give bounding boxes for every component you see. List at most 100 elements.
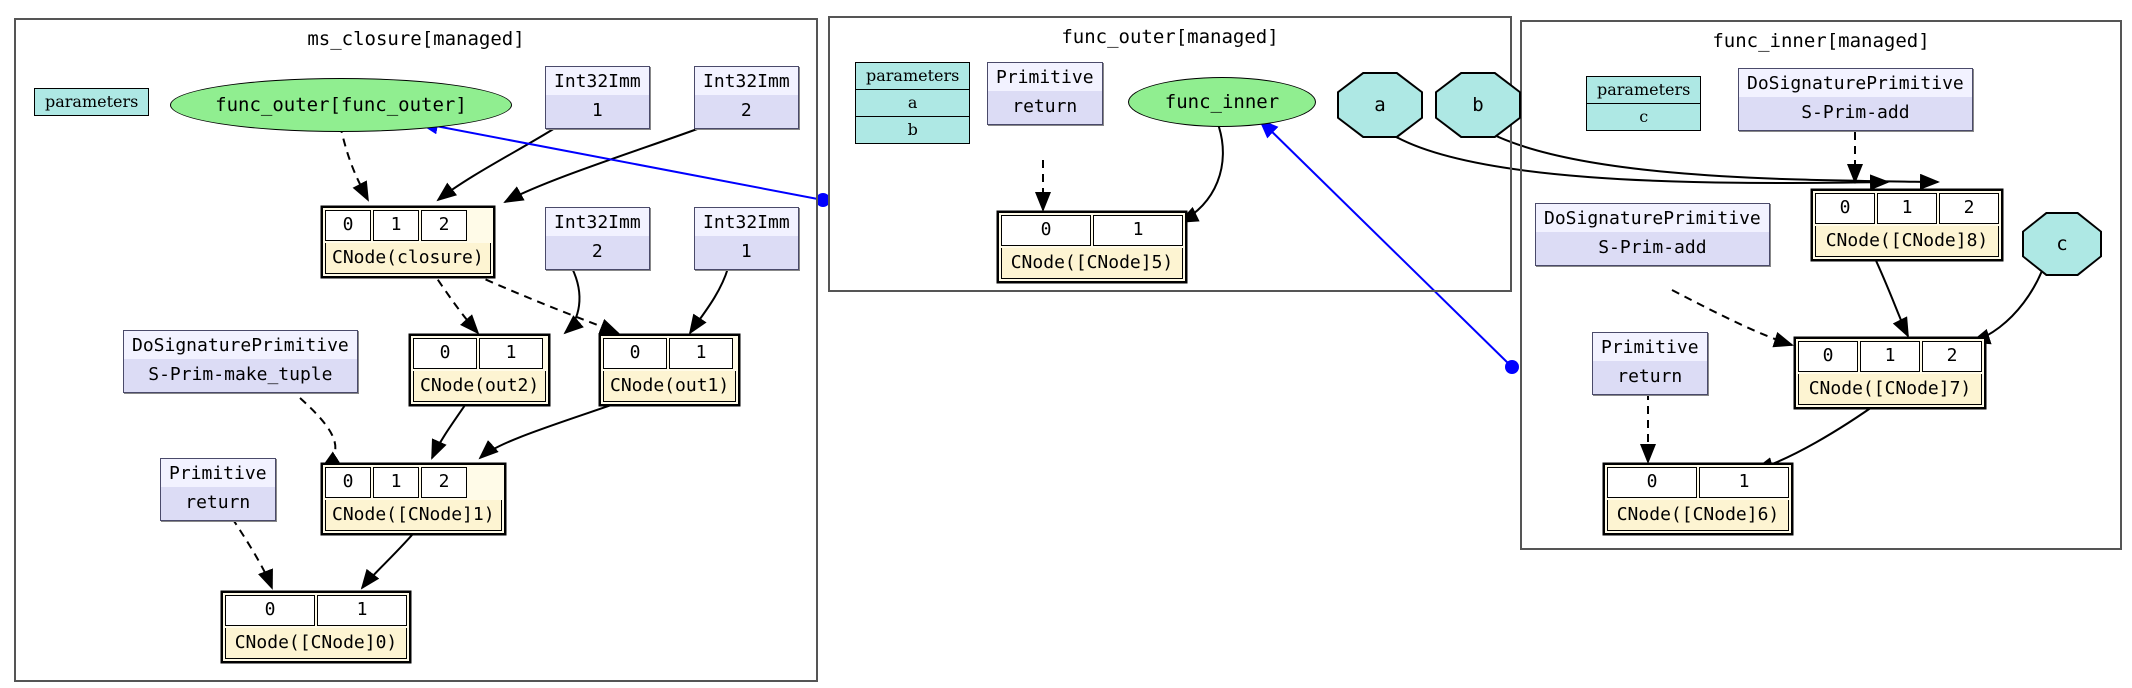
port-1[interactable]: 1 — [669, 338, 733, 369]
cluster-title-func-outer: func_outer[managed] — [1061, 26, 1279, 48]
node-cnode-7[interactable]: 0 1 2 CNode([CNode]7) — [1795, 338, 1985, 408]
cnode-ports: 0 1 2 — [1815, 193, 1999, 224]
port-0[interactable]: 0 — [1815, 193, 1875, 224]
prim-bottom: 1 — [546, 95, 649, 128]
prim-bottom: 1 — [695, 236, 798, 269]
node-label: b — [1472, 94, 1484, 116]
port-1[interactable]: 1 — [1093, 215, 1183, 246]
prim-top: Primitive — [161, 459, 275, 487]
prim-bottom: S-Prim-add — [1739, 97, 1972, 130]
port-1[interactable]: 1 — [479, 338, 543, 369]
prim-top: Primitive — [988, 63, 1102, 91]
node-cnode-0[interactable]: 0 1 CNode([CNode]0) — [222, 592, 410, 662]
node-label: func_outer[func_outer] — [215, 94, 467, 116]
port-0[interactable]: 0 — [325, 210, 371, 241]
prim-bottom: return — [988, 91, 1102, 124]
node-dosignature-add-top[interactable]: DoSignaturePrimitive S-Prim-add — [1738, 68, 1973, 131]
cnode-label: CNode(out2) — [413, 371, 547, 402]
cnode-label: CNode([CNode]0) — [225, 628, 407, 659]
port-2[interactable]: 2 — [421, 210, 467, 241]
port-0[interactable]: 0 — [1607, 467, 1697, 498]
node-func-inner-ellipse[interactable]: func_inner — [1128, 77, 1316, 127]
node-cnode-6[interactable]: 0 1 CNode([CNode]6) — [1604, 464, 1792, 534]
port-1[interactable]: 1 — [1877, 193, 1937, 224]
prim-top: DoSignaturePrimitive — [1739, 69, 1972, 97]
node-label: c — [2056, 233, 2068, 255]
node-func-outer-ellipse[interactable]: func_outer[func_outer] — [170, 78, 512, 132]
octagon-shape: c — [2024, 214, 2100, 274]
port-2[interactable]: 2 — [1922, 341, 1982, 372]
prim-top: DoSignaturePrimitive — [1536, 204, 1769, 232]
parameter-item-c: c — [1639, 107, 1649, 126]
node-cnode-closure[interactable]: 0 1 2 CNode(closure) — [322, 207, 494, 277]
node-int32imm-2b[interactable]: Int32Imm 2 — [545, 207, 650, 270]
parameters-header: parameters — [856, 63, 970, 90]
port-1[interactable]: 1 — [1860, 341, 1920, 372]
parameters-table-ms-closure: parameters — [34, 88, 150, 116]
node-int32imm-1b[interactable]: Int32Imm 1 — [694, 207, 799, 270]
node-dosignature-make-tuple[interactable]: DoSignaturePrimitive S-Prim-make_tuple — [123, 330, 358, 393]
prim-bottom: S-Prim-make_tuple — [124, 359, 357, 392]
cnode-ports: 0 1 — [1001, 215, 1183, 246]
octagon-shape: b — [1437, 74, 1519, 136]
node-int32imm-1a[interactable]: Int32Imm 1 — [545, 66, 650, 129]
port-2[interactable]: 2 — [1939, 193, 1999, 224]
port-2[interactable]: 2 — [421, 467, 467, 498]
node-cnode-8[interactable]: 0 1 2 CNode([CNode]8) — [1812, 190, 2002, 260]
cnode-ports: 0 1 — [603, 338, 736, 369]
prim-bottom: S-Prim-add — [1536, 232, 1769, 265]
node-octagon-b[interactable]: b — [1435, 72, 1521, 138]
parameters-header: parameters — [1587, 77, 1701, 104]
octagon-shape: a — [1339, 74, 1421, 136]
node-primitive-return-ms-closure[interactable]: Primitive return — [160, 458, 276, 521]
port-1[interactable]: 1 — [373, 210, 419, 241]
port-1[interactable]: 1 — [317, 595, 407, 626]
node-primitive-return-func-inner[interactable]: Primitive return — [1592, 332, 1708, 395]
node-cnode-1[interactable]: 0 1 2 CNode([CNode]1) — [322, 464, 505, 534]
port-0[interactable]: 0 — [1798, 341, 1858, 372]
node-int32imm-2a[interactable]: Int32Imm 2 — [694, 66, 799, 129]
cnode-ports: 0 1 — [1607, 467, 1789, 498]
cnode-label: CNode([CNode]1) — [325, 500, 502, 531]
prim-bottom: return — [1593, 361, 1707, 394]
port-0[interactable]: 0 — [603, 338, 667, 369]
blue-edge-dot-right — [1505, 360, 1519, 374]
port-1[interactable]: 1 — [373, 467, 419, 498]
cnode-label: CNode([CNode]5) — [1001, 248, 1183, 279]
parameters-header: parameters — [45, 92, 139, 111]
prim-bottom: return — [161, 487, 275, 520]
node-dosignature-add-mid[interactable]: DoSignaturePrimitive S-Prim-add — [1535, 203, 1770, 266]
node-label: func_inner — [1164, 91, 1280, 113]
node-cnode-out1[interactable]: 0 1 CNode(out1) — [600, 335, 740, 405]
cluster-ms-closure: ms_closure[managed] — [14, 18, 818, 682]
node-primitive-return-func-outer[interactable]: Primitive return — [987, 62, 1103, 125]
prim-top: Int32Imm — [546, 208, 649, 236]
parameters-table-func-inner: parameters c — [1586, 76, 1702, 131]
node-cnode-5[interactable]: 0 1 CNode([CNode]5) — [998, 212, 1186, 282]
cnode-label: CNode([CNode]8) — [1815, 226, 1999, 257]
prim-bottom: 2 — [695, 95, 798, 128]
port-0[interactable]: 0 — [225, 595, 315, 626]
cnode-label: CNode(out1) — [603, 371, 737, 402]
cluster-func-inner: func_inner[managed] — [1520, 20, 2122, 550]
node-octagon-a[interactable]: a — [1337, 72, 1423, 138]
node-cnode-out2[interactable]: 0 1 CNode(out2) — [410, 335, 550, 405]
prim-top: Primitive — [1593, 333, 1707, 361]
cluster-title-ms-closure: ms_closure[managed] — [307, 28, 525, 50]
port-0[interactable]: 0 — [325, 467, 371, 498]
port-1[interactable]: 1 — [1699, 467, 1789, 498]
port-0[interactable]: 0 — [1001, 215, 1091, 246]
parameter-item-b: b — [907, 120, 918, 139]
prim-top: Int32Imm — [695, 208, 798, 236]
cluster-title-func-inner: func_inner[managed] — [1712, 30, 1930, 52]
prim-bottom: 2 — [546, 236, 649, 269]
prim-top: Int32Imm — [695, 67, 798, 95]
port-0[interactable]: 0 — [413, 338, 477, 369]
node-label: a — [1374, 94, 1386, 116]
cnode-ports: 0 1 2 — [325, 467, 502, 498]
cnode-ports: 0 1 — [225, 595, 407, 626]
parameter-item-a: a — [856, 90, 970, 117]
prim-top: DoSignaturePrimitive — [124, 331, 357, 359]
node-octagon-c[interactable]: c — [2022, 212, 2102, 276]
